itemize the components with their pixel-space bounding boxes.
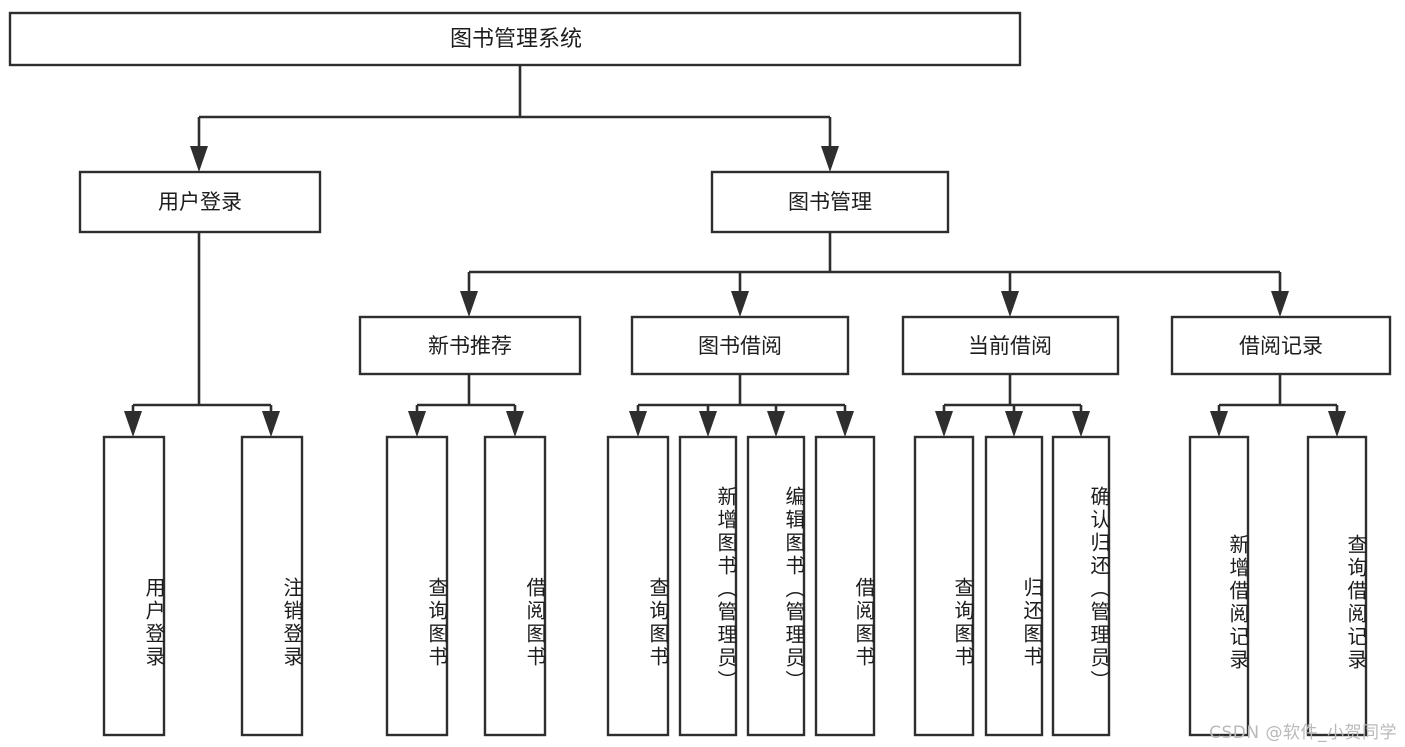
node-book-manage-box[interactable] bbox=[710, 170, 950, 234]
node-leaf-add-book-box[interactable] bbox=[678, 435, 738, 737]
node-new-book-recommend-label: 新书推荐 bbox=[428, 334, 512, 358]
arrow-head-leaf-return-book bbox=[1005, 411, 1023, 437]
node-leaf-borrow-book-1-box[interactable] bbox=[483, 435, 547, 737]
arrow-head-leaf-user-logout bbox=[262, 411, 280, 437]
node-leaf-edit-book-box[interactable] bbox=[746, 435, 806, 737]
node-book-borrow-box[interactable] bbox=[630, 315, 850, 376]
node-user-login-label: 用户登录 bbox=[158, 190, 242, 214]
arrow-head-new-book-recommend bbox=[460, 291, 478, 317]
watermark-text: CSDN @软件_小贺同学 bbox=[1209, 723, 1397, 743]
node-leaf-user-login-box[interactable] bbox=[102, 435, 166, 737]
node-current-borrow[interactable]: 当前借阅 bbox=[901, 315, 1120, 376]
arrow-head-leaf-query-book-3 bbox=[935, 411, 953, 437]
arrow-head-leaf-add-record bbox=[1210, 411, 1228, 437]
node-leaf-query-record-box[interactable] bbox=[1306, 435, 1368, 737]
node-root-label: 图书管理系统 bbox=[450, 27, 582, 52]
arrow-head-leaf-borrow-book-2 bbox=[836, 411, 854, 437]
node-book-borrow[interactable]: 图书借阅 bbox=[630, 315, 850, 376]
node-book-borrow-label: 图书借阅 bbox=[698, 334, 782, 358]
connector-layer bbox=[124, 65, 1346, 437]
node-user-login-box[interactable] bbox=[78, 170, 322, 234]
arrow-head-leaf-borrow-book-1 bbox=[506, 411, 524, 437]
arrow-head-borrow-record bbox=[1271, 291, 1289, 317]
arrow-head-leaf-query-record bbox=[1328, 411, 1346, 437]
node-leaf-return-book-box[interactable] bbox=[984, 435, 1044, 737]
node-leaf-borrow-book-2-box[interactable] bbox=[814, 435, 876, 737]
node-leaf-query-book-2-box[interactable] bbox=[606, 435, 670, 737]
arrow-head-leaf-add-book bbox=[699, 411, 717, 437]
node-borrow-record-box[interactable] bbox=[1170, 315, 1392, 376]
node-current-borrow-box[interactable] bbox=[901, 315, 1120, 376]
node-leaf-user-logout-box[interactable] bbox=[240, 435, 304, 737]
node-new-book-recommend-box[interactable] bbox=[358, 315, 582, 376]
node-leaf-query-book-3-box[interactable] bbox=[913, 435, 975, 737]
arrow-head-current-borrow bbox=[1001, 291, 1019, 317]
arrow-head-leaf-confirm-return bbox=[1072, 411, 1090, 437]
arrow-head-leaf-edit-book bbox=[767, 411, 785, 437]
arrow-head-user-login bbox=[190, 146, 208, 172]
node-root[interactable]: 图书管理系统 bbox=[8, 11, 1022, 67]
node-current-borrow-label: 当前借阅 bbox=[968, 334, 1052, 358]
node-leaf-confirm-return-box[interactable] bbox=[1051, 435, 1111, 737]
arrow-head-leaf-query-book-2 bbox=[629, 411, 647, 437]
node-borrow-record[interactable]: 借阅记录 bbox=[1170, 315, 1392, 376]
arrow-head-book-borrow bbox=[731, 291, 749, 317]
node-leaf-query-book-1-box[interactable] bbox=[385, 435, 449, 737]
arrow-head-leaf-user-login bbox=[124, 411, 142, 437]
leaf-box-layer bbox=[102, 435, 1368, 737]
node-borrow-record-label: 借阅记录 bbox=[1239, 334, 1323, 358]
node-root-box[interactable] bbox=[8, 11, 1022, 67]
node-book-manage-label: 图书管理 bbox=[788, 190, 872, 214]
node-user-login[interactable]: 用户登录 bbox=[78, 170, 322, 234]
arrow-head-leaf-query-book-1 bbox=[408, 411, 426, 437]
node-new-book-recommend[interactable]: 新书推荐 bbox=[358, 315, 582, 376]
node-book-manage[interactable]: 图书管理 bbox=[710, 170, 950, 234]
node-leaf-add-record-box[interactable] bbox=[1188, 435, 1250, 737]
arrow-head-book-manage bbox=[821, 146, 839, 172]
